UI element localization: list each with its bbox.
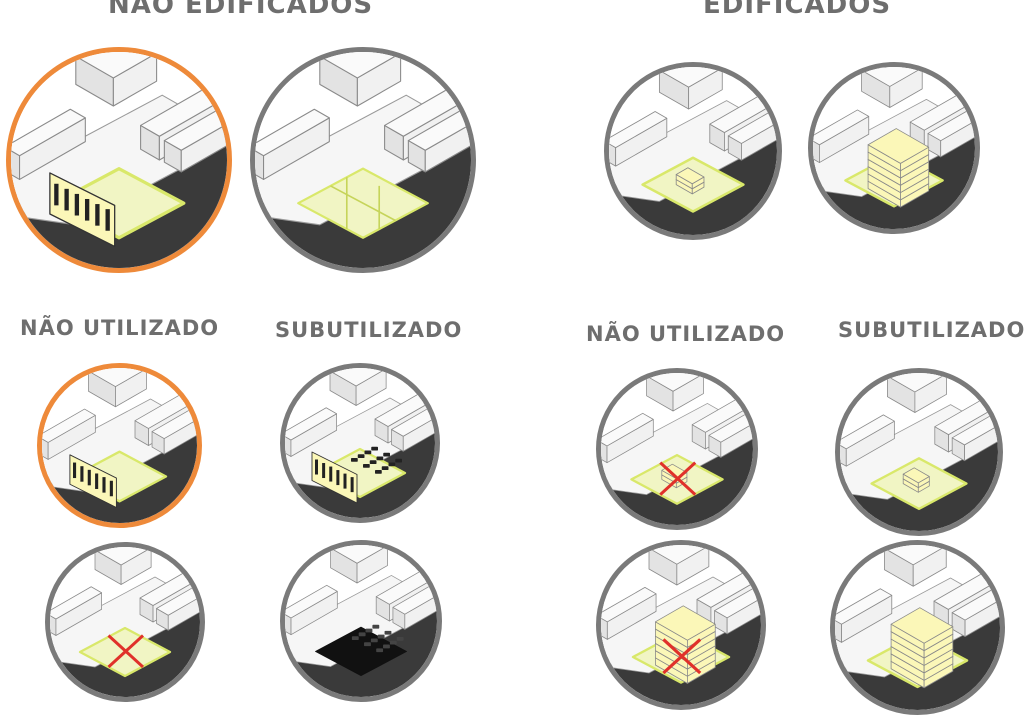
diagram-built-tall-building-illustration <box>813 67 975 229</box>
diagram-underused-tall-building <box>830 540 1005 715</box>
heading-subutilizado-left: SUBUTILIZADO <box>275 318 463 342</box>
row-building-right-2 <box>156 583 200 631</box>
background-tower <box>319 52 402 107</box>
background-tower <box>330 545 388 584</box>
row-building-left <box>255 108 330 180</box>
diagram-unused-crossed-lot-illustration <box>50 547 200 697</box>
subdivided-parcels <box>297 167 429 239</box>
diagram-unused-heritage-lot-illustration <box>42 368 197 523</box>
row-building-left <box>835 588 893 643</box>
row-building-left <box>11 108 86 180</box>
parking-cars <box>351 446 402 474</box>
row-building-left <box>609 111 668 167</box>
diagram-unused-crossed-tall-building-illustration <box>601 545 761 705</box>
background-tower <box>648 545 710 586</box>
diagram-underused-parking-lot-illustration <box>285 368 435 518</box>
background-tower <box>646 373 704 412</box>
background-tower <box>88 368 147 408</box>
diagram-vacant-subdivided-lot <box>250 47 476 273</box>
diagram-built-small-building-illustration <box>609 67 777 235</box>
background-tower <box>884 545 947 587</box>
row-building-right-2 <box>727 107 777 161</box>
heritage-facade <box>69 454 117 508</box>
heritage-facade <box>311 451 358 504</box>
heading-nao-utilizado-right: NÃO UTILIZADO <box>586 322 786 346</box>
row-building-right-2 <box>714 583 761 635</box>
background-tower <box>887 373 947 413</box>
heading-subutilizado-right: SUBUTILIZADO <box>838 318 1024 342</box>
small-building <box>675 167 705 195</box>
row-building-left <box>840 414 895 467</box>
row-building-right-2 <box>392 581 437 630</box>
diagram-underused-small-building-illustration <box>840 373 998 531</box>
diagram-vacant-subdivided-lot-illustration <box>255 52 471 268</box>
cross-mark <box>659 461 697 496</box>
diagram-unused-heritage-lot <box>37 363 202 528</box>
row-building-right-2 <box>407 103 471 173</box>
heading-nao-utilizado-left: NÃO UTILIZADO <box>20 316 220 340</box>
heading-edificados: EDIFICADOS <box>703 0 892 20</box>
tall-building <box>867 128 930 208</box>
background-tower <box>94 547 152 585</box>
background-tower <box>861 67 923 108</box>
diagram-built-small-building <box>604 62 782 240</box>
diagram-vacant-heritage-lot <box>6 47 232 273</box>
row-building-left <box>601 587 657 640</box>
diagram-underused-tall-building-illustration <box>835 545 1000 710</box>
row-building-right-2 <box>151 405 197 455</box>
row-building-right-2 <box>163 103 227 173</box>
diagram-underused-small-building <box>835 368 1003 536</box>
diagram-underused-parking-lot <box>280 363 440 523</box>
diagram-built-tall-building <box>808 62 980 234</box>
row-building-left <box>285 407 337 457</box>
row-building-left <box>813 109 870 163</box>
row-building-left <box>601 412 654 464</box>
row-building-right-2 <box>927 105 975 158</box>
row-building-right-2 <box>951 584 1000 637</box>
row-building-right-2 <box>708 409 753 458</box>
diagram-underused-dark-parking-illustration <box>285 545 437 697</box>
diagram-unused-crossed-tall-building <box>596 540 766 710</box>
heading-nao-edificados: NÃO EDIFICADOS <box>108 0 374 20</box>
diagram-vacant-heritage-lot-illustration <box>11 52 227 268</box>
diagram-unused-crossed-lot <box>45 542 205 702</box>
heritage-facade <box>49 172 116 248</box>
row-building-left <box>50 586 102 636</box>
row-building-left <box>42 408 96 460</box>
diagram-underused-dark-parking <box>280 540 442 702</box>
diagram-unused-crossed-small-building <box>596 368 758 530</box>
background-tower <box>658 67 723 110</box>
small-building <box>902 467 930 493</box>
background-tower <box>75 52 158 107</box>
row-building-right-2 <box>951 410 998 462</box>
row-building-left <box>285 584 338 636</box>
row-building-right-2 <box>391 404 435 452</box>
diagram-unused-crossed-small-building-illustration <box>601 373 753 525</box>
background-tower <box>329 368 387 406</box>
